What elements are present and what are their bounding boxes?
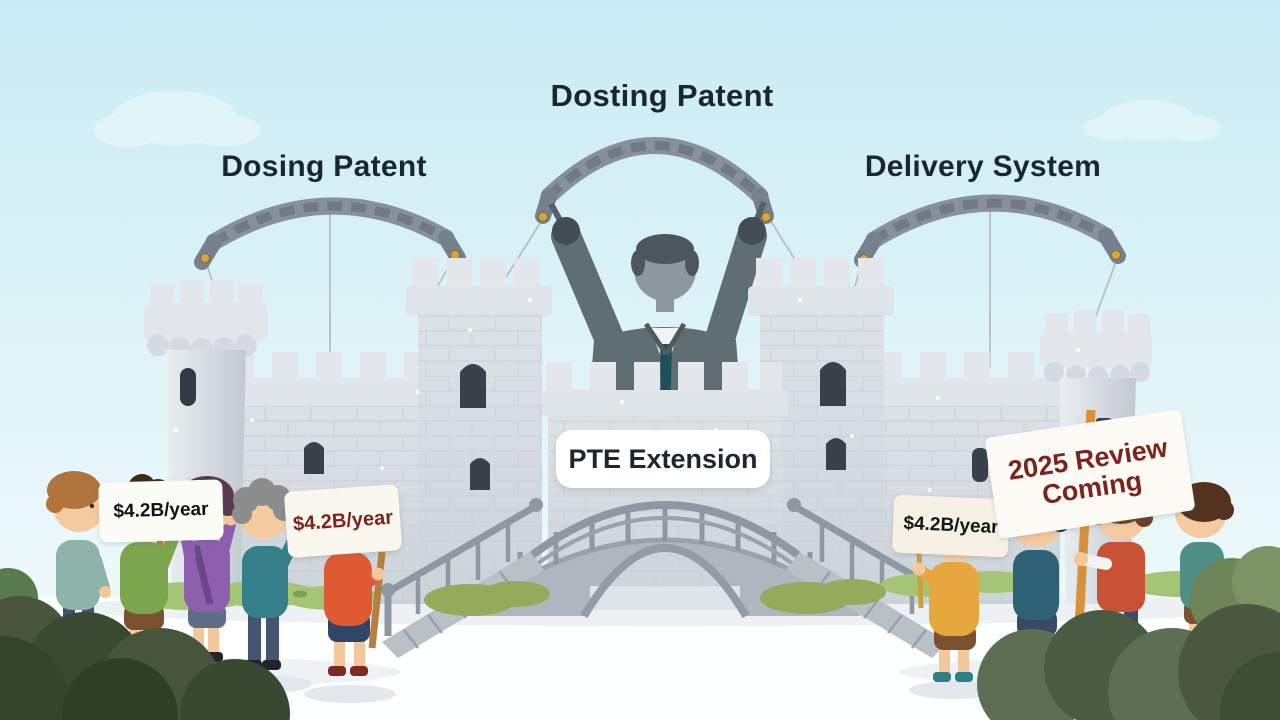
bushes-bottom-right — [977, 546, 1280, 720]
sign-pole-right — [916, 551, 924, 609]
protest-sign-right: $4.2B/year — [891, 494, 1011, 558]
protest-sign-right-text: $4.2B/year — [903, 512, 999, 539]
protest-sign-mid-left-text: $4.2B/year — [292, 506, 394, 535]
bridge-stairs-right — [786, 498, 949, 658]
patent-beam-left — [194, 197, 466, 270]
bushes-bottom-left — [0, 568, 290, 720]
cloud-right — [1084, 100, 1220, 141]
label-dosing-patent: Dosing Patent — [221, 150, 427, 183]
pte-extension-banner: PTE Extension — [556, 430, 770, 488]
protest-sign-left: $4.2B/year — [98, 479, 224, 543]
businessman-right-fist — [738, 217, 766, 245]
pte-extension-banner-text: PTE Extension — [568, 443, 758, 474]
label-dosting-patent: Dosting Patent — [550, 78, 774, 113]
businessman-left-fist — [552, 217, 580, 245]
label-delivery-system: Delivery System — [864, 150, 1102, 183]
protest-sign-left-text: $4.2B/year — [113, 498, 209, 523]
protest-sign-mid-left: $4.2B/year — [283, 484, 403, 558]
cloud-left — [94, 91, 260, 147]
